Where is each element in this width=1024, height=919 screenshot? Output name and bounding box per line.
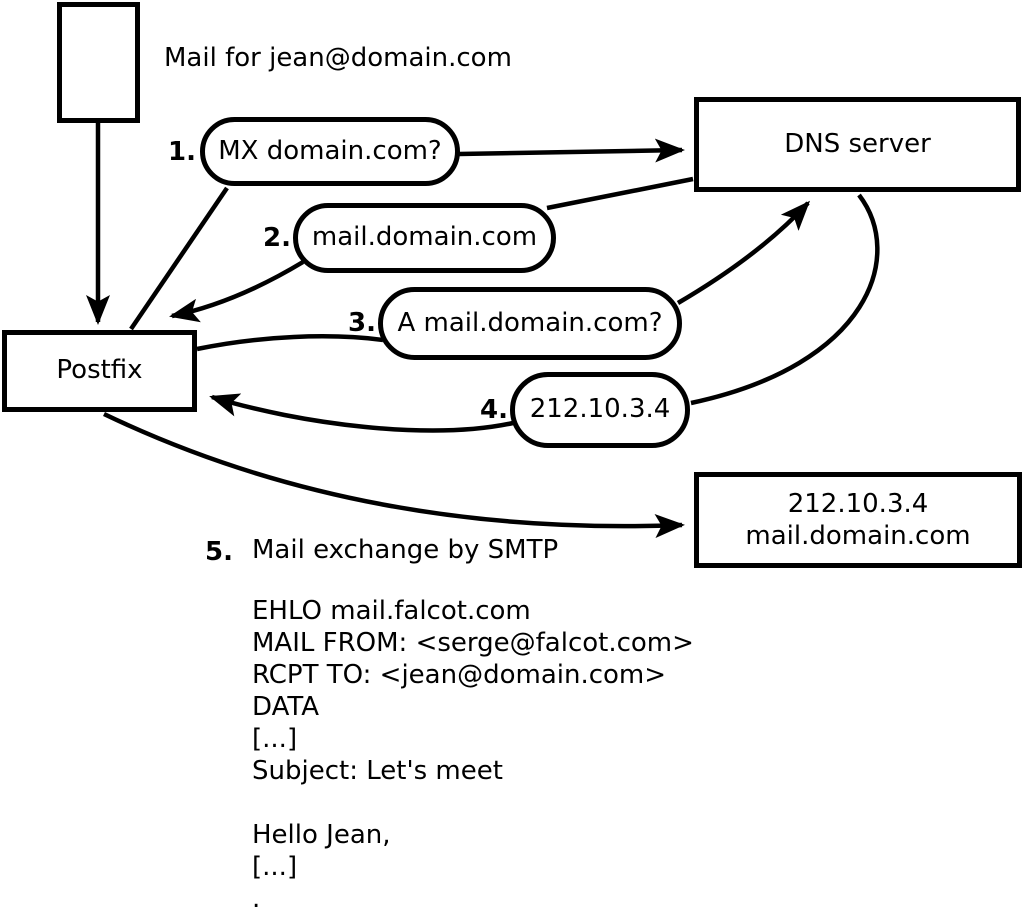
mail-server-box: 212.10.3.4 mail.domain.com	[694, 472, 1022, 568]
edge-postfix-to-pill3	[196, 334, 384, 352]
step2-response-pill: mail.domain.com	[293, 203, 556, 273]
step1-query-pill: MX domain.com?	[200, 117, 460, 186]
edge-postfix-to-pill1	[129, 186, 229, 331]
step4-response-pill: 212.10.3.4	[510, 372, 690, 448]
step2-number: 2.	[263, 223, 291, 253]
arrow-pill3-to-dns	[676, 200, 811, 305]
arrow-pill4-to-postfix	[209, 393, 514, 433]
arrow-pill1-to-dns	[458, 138, 685, 163]
mail-server-hostname: mail.domain.com	[745, 521, 971, 551]
dns-server-box: DNS server	[694, 97, 1021, 192]
intro-label: Mail for jean@domain.com	[164, 43, 512, 73]
step3-query-pill: A mail.domain.com?	[378, 287, 682, 360]
step3-number: 3.	[348, 308, 376, 338]
mail-envelope-icon	[57, 2, 140, 123]
step4-number: 4.	[480, 395, 508, 425]
step5-number: 5.	[205, 537, 233, 567]
edge-dns-to-pill4	[690, 193, 880, 406]
smtp-session-text: EHLO mail.falcot.com MAIL FROM: <serge@f…	[252, 596, 694, 914]
step5-label: Mail exchange by SMTP	[252, 535, 559, 565]
edge-dns-to-pill2	[546, 176, 694, 211]
postfix-box: Postfix	[2, 330, 197, 412]
arrow-pill2-to-postfix	[169, 260, 305, 323]
step1-number: 1.	[168, 137, 196, 167]
mail-server-ip: 212.10.3.4	[787, 489, 929, 519]
